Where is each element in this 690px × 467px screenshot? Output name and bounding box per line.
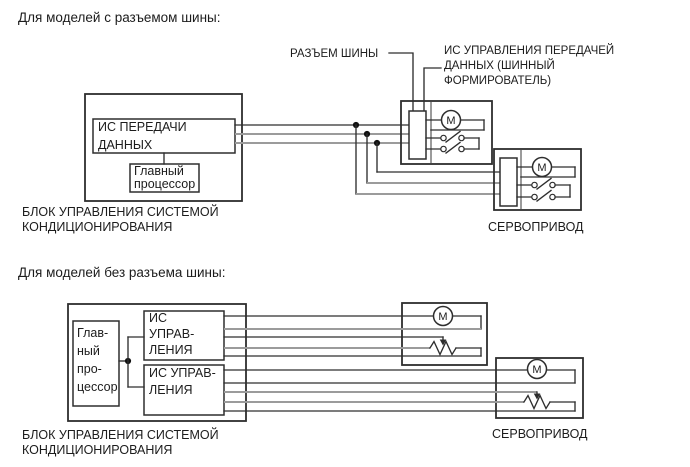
main-processor-box [72,320,120,407]
switch-contact [531,181,538,189]
bus-driver-callout: ФОРМИРОВАТЕЛЬ) [444,75,551,87]
bus-driver-callout: ДАННЫХ (ШИННЫЙ [444,59,555,72]
motor-letter: M [438,311,447,323]
main-processor-label: Главный [134,164,184,178]
control-unit-caption: БЛОК УПРАВЛЕНИЯ СИСТЕМОЙ [22,427,219,442]
switch-blade [536,177,552,190]
control-ic-1-label: ИС [149,311,167,325]
switch-blade [445,141,461,154]
main-processor-box [129,163,200,193]
control-ic-2-box [143,364,225,416]
control-ic-2-label: ИС УПРАВ- [149,366,216,380]
switch-blade [536,189,552,202]
servo-1: M [400,100,493,165]
control-ic-1-label: ЛЕНИЯ [149,343,193,357]
diagram-title-with-bus: Для моделей с разъемом шины: [18,10,221,25]
control-ic-2-label: ЛЕНИЯ [149,383,193,397]
servo-1-box [400,100,493,165]
servo-a: M [223,302,488,366]
potentiometer-zigzag [523,393,551,411]
motor-letter: M [532,364,541,376]
main-processor-label: про- [77,362,102,376]
bus-connector-rect [499,157,518,207]
diagram-with-bus: Для моделей с разъемом шины: ИС ПЕРЕДАЧИ… [18,10,614,234]
servo-caption: СЕРВОПРИВОД [488,220,584,234]
diagram-without-bus: Для моделей без разъема шины: Глав- ный … [18,265,588,457]
potentiometer-zigzag [429,339,457,357]
switch-blade [445,130,461,143]
control-unit-caption: КОНДИЦИОНИРОВАНИЯ [22,443,172,457]
ac-control-unit-box [67,303,247,422]
motor-symbol [526,358,548,380]
main-processor-label: ный [77,344,100,358]
switch-contact [440,145,447,153]
ac-control-unit-box [84,93,243,202]
main-processor-label: Глав- [77,326,108,340]
wiper-arrow [533,393,541,400]
motor-letter: M [537,162,546,174]
servo-caption: СЕРВОПРИВОД [492,427,588,441]
diagram-title-without-bus: Для моделей без разъема шины: [18,265,225,280]
data-transfer-ic-label: ИС ПЕРЕДАЧИ [98,120,187,134]
control-unit-caption: БЛОК УПРАВЛЕНИЯ СИСТЕМОЙ [22,204,219,219]
control-unit-caption: КОНДИЦИОНИРОВАНИЯ [22,220,172,234]
main-processor-label: цессор [77,380,118,394]
data-transfer-ic-label: ДАННЫХ [98,138,153,152]
bus-connector-rect [408,110,427,160]
switch-contact [531,193,538,201]
servo-b-box [495,357,584,419]
main-processor-label: процессор [134,177,195,191]
servo-b: M [223,357,584,419]
servo-2-box [493,148,582,211]
control-ic-1-box [143,310,225,361]
bus-driver-callout: ИС УПРАВЛЕНИЯ ПЕРЕДАЧЕЙ [444,44,614,57]
switch-contact [440,134,447,142]
bus-connector-leader-line [388,52,414,113]
servo-a-box [401,302,488,366]
bus-connector-callout: РАЗЪЕМ ШИНЫ [290,48,378,60]
bus-driver-leader-line [423,67,442,125]
wiper-arrow [439,339,447,346]
servo-2: M [493,148,582,211]
motor-letter: M [446,115,455,127]
control-ic-1-label: УПРАВ- [149,327,194,341]
